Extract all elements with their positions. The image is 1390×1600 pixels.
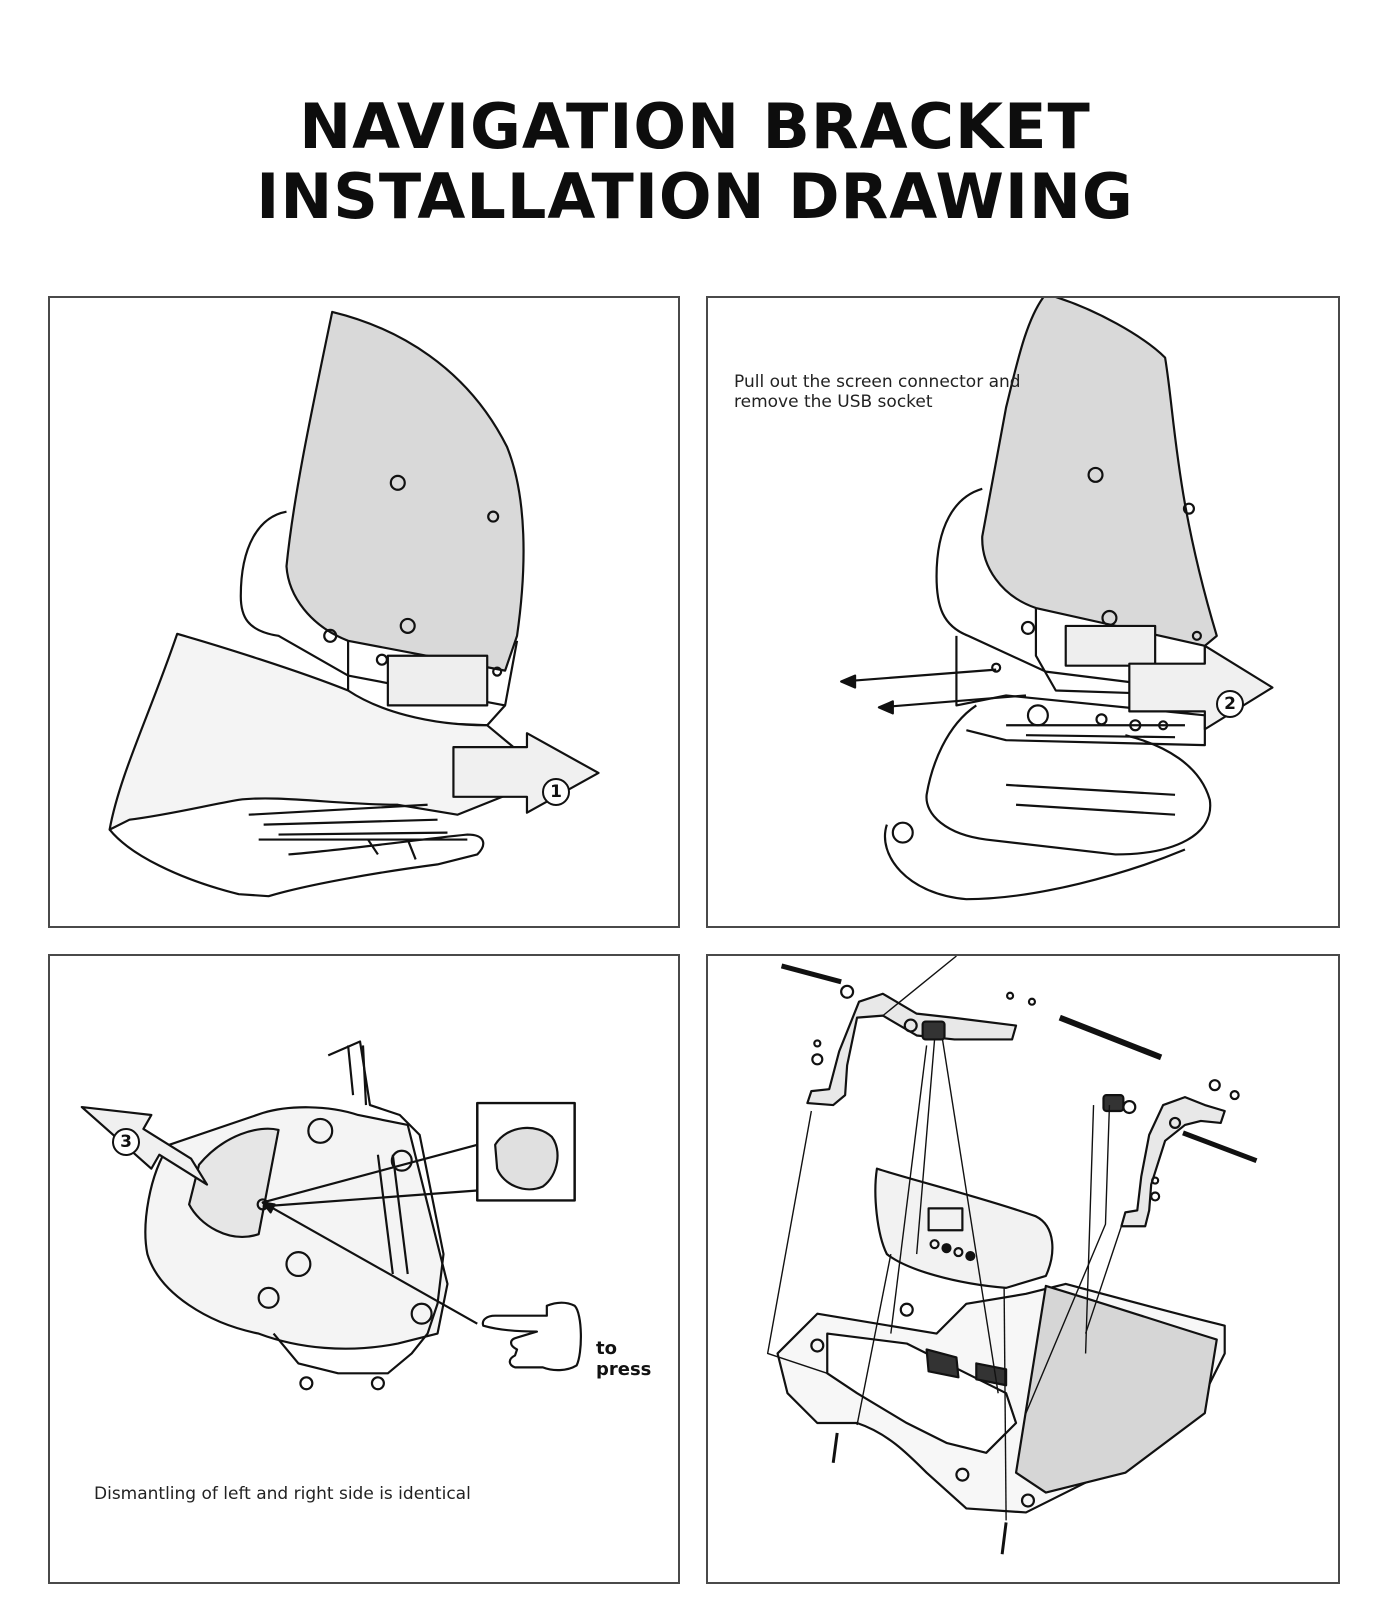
exploded-view-drawing bbox=[766, 956, 1258, 1555]
page-title: NAVIGATION BRACKET INSTALLATION DRAWING bbox=[0, 92, 1390, 232]
step-1-number: 1 bbox=[542, 778, 570, 806]
step-3-number: 3 bbox=[112, 1128, 140, 1156]
step-2-drawing bbox=[840, 298, 1274, 901]
exploded-view-panel bbox=[706, 954, 1340, 1584]
step-1-panel: 1 bbox=[48, 296, 680, 928]
step-3-caption: Dismantling of left and right side is id… bbox=[94, 1484, 471, 1504]
step-3-drawing bbox=[80, 1040, 582, 1391]
step-2-number: 2 bbox=[1216, 690, 1244, 718]
step-3-panel: 3 to press Dismantling of left and right… bbox=[48, 954, 680, 1584]
step-2-panel: Pull out the screen connector and remove… bbox=[706, 296, 1340, 928]
title-line-2: INSTALLATION DRAWING bbox=[256, 160, 1134, 233]
step-1-drawing bbox=[108, 310, 600, 898]
to-press-label: to press bbox=[596, 1338, 652, 1380]
title-line-1: NAVIGATION BRACKET bbox=[299, 90, 1091, 163]
step-2-caption: Pull out the screen connector and remove… bbox=[734, 372, 1021, 412]
